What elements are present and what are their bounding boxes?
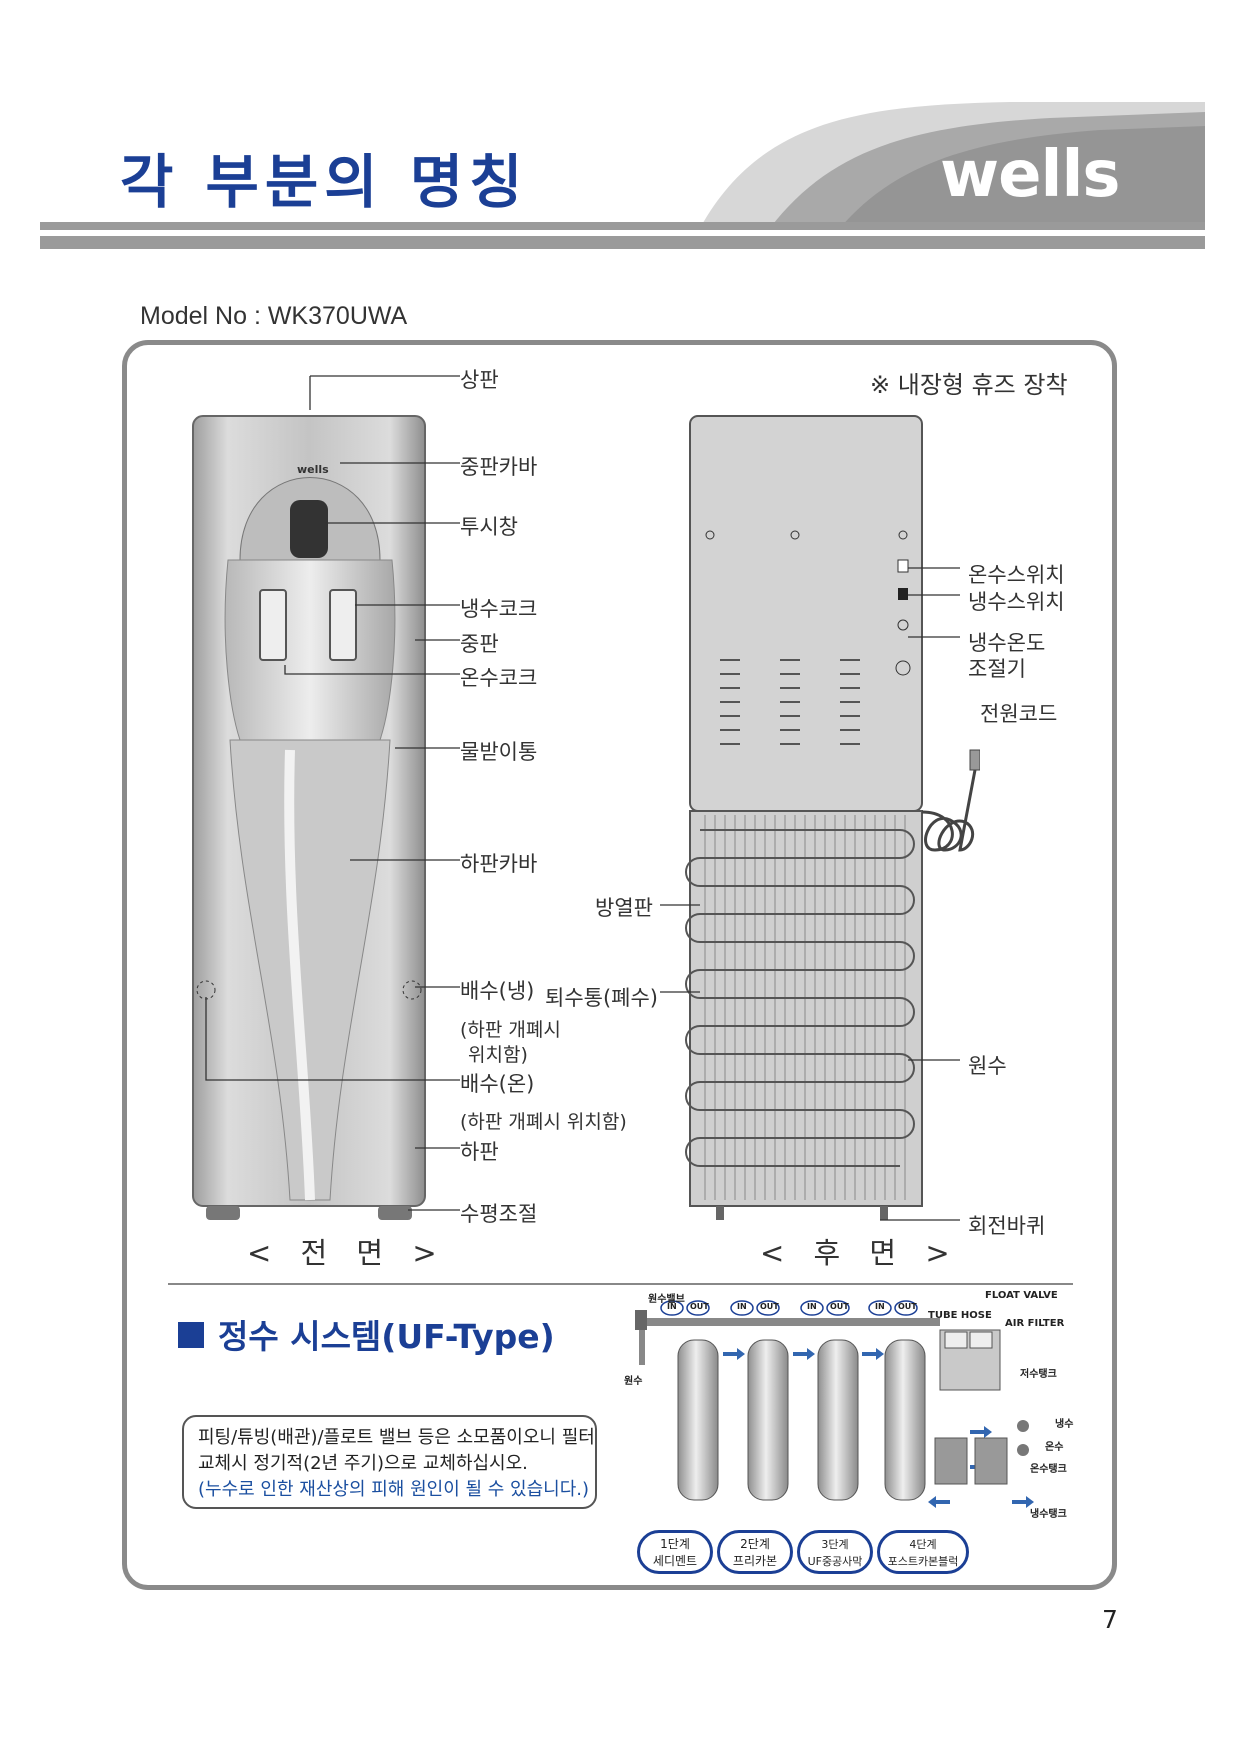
in-tag-4: IN [875,1302,885,1311]
out-tag-4: OUT [898,1302,917,1311]
diagram-frame [122,340,1117,1590]
label-raw-valve: 원수밸브 [648,1294,685,1305]
label-cold-tank: 냉수탱크 [1030,1509,1067,1520]
brand-logo: wells [940,138,1120,212]
maintenance-notice: 피팅/튜빙(배관)/플로트 밸브 등은 소모품이오니 필터 교체시 정기적(2년… [182,1415,597,1509]
section-divider [168,1283,1073,1285]
back-view-label: < 후 면 > [760,1236,960,1270]
label-cold-cock: 냉수코크 [460,597,538,621]
label-power-cord: 전원코드 [980,702,1058,726]
in-tag-2: IN [737,1302,747,1311]
front-logo: wells [297,463,329,476]
label-tube-hose: TUBE HOSE [928,1310,992,1321]
label-drain-hot: 배수(온) [460,1072,535,1096]
model-number: Model No : WK370UWA [140,302,408,330]
label-drain-cold-note1: (하판 개폐시 [460,1019,561,1041]
front-view-label: < 전 면 > [247,1236,447,1270]
label-air-filter: AIR FILTER [1005,1318,1065,1329]
label-leveler: 수평조절 [460,1202,538,1226]
label-raw-water-in: 원수 [624,1376,643,1387]
notice-line-2: 교체시 정기적(2년 주기)으로 교체하십시오. [198,1453,528,1474]
header-band [40,102,1205,249]
label-float-valve: FLOAT VALVE [985,1290,1058,1301]
label-waste-tank: 퇴수통(폐수) [545,986,658,1010]
label-raw-water: 원수 [968,1054,1007,1078]
label-cold-thermostat-1: 냉수온도 [968,631,1046,655]
fuse-note: ※ 내장형 휴즈 장착 [870,371,1068,399]
label-lower-panel: 하판 [460,1140,499,1164]
notice-warning: (누수로 인한 재산상의 피해 원인이 될 수 있습니다.) [198,1479,590,1500]
label-cold-switch: 냉수스위치 [968,590,1065,614]
label-lower-cover: 하판카바 [460,852,538,876]
back-leader-lines [660,567,960,1221]
front-leader-lines [205,375,460,1211]
label-hot-switch: 온수스위치 [968,563,1065,587]
label-drain-hot-note: (하판 개폐시 위치함) [460,1111,627,1133]
label-drip-tray: 물받이통 [460,740,538,764]
in-tag-3: IN [807,1302,817,1311]
label-middle-cover: 중판카바 [460,455,538,479]
front-unit-illustration [192,415,426,1220]
label-top-panel: 상판 [460,368,499,392]
notice-line-1: 피팅/튜빙(배관)/플로트 밸브 등은 소모품이오니 필터 [198,1427,595,1448]
label-drain-cold-note2: 위치함) [468,1044,528,1066]
out-tag-2: OUT [760,1302,779,1311]
out-tag-1: OUT [690,1302,709,1311]
label-drain-cold: 배수(냉) [460,979,535,1003]
label-middle-panel: 중판 [460,632,499,656]
in-tag-1: IN [667,1302,677,1311]
label-radiator: 방열판 [595,896,653,920]
label-cold-water: 냉수 [1055,1419,1074,1430]
section-bullet [178,1322,204,1348]
filter-system-diagram [635,1300,1034,1508]
label-cold-thermostat-2: 조절기 [968,657,1026,681]
page-number: 7 [1102,1605,1118,1634]
label-hot-water: 온수 [1045,1442,1064,1453]
page-title: 각 부분의 명칭 [120,148,529,216]
label-window: 투시창 [460,515,518,539]
label-hot-cock: 온수코크 [460,666,538,690]
label-hot-tank: 온수탱크 [1030,1464,1067,1475]
back-unit-illustration [685,415,980,1220]
label-casters: 회전바퀴 [968,1214,1046,1238]
section-title: 정수 시스템(UF-Type) [218,1317,555,1356]
out-tag-3: OUT [830,1302,849,1311]
label-storage-tank: 저수탱크 [1020,1369,1057,1380]
